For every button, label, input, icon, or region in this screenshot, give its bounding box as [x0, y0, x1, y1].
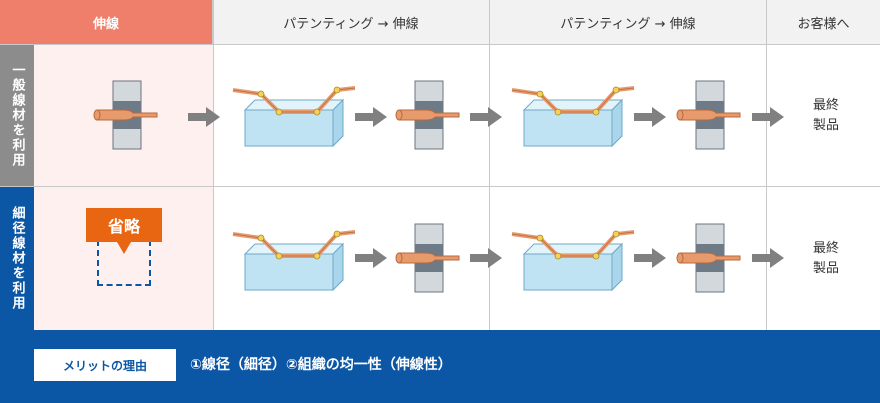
- merit-text: ①線径（細径）②組織の均一性（伸線性）: [190, 357, 452, 373]
- patenting-bath: [231, 229, 357, 292]
- patenting-bath: [231, 85, 357, 148]
- drawing-die: [395, 80, 460, 150]
- arrow-right-icon: [752, 248, 784, 268]
- arrow-right-icon: [470, 107, 502, 127]
- final-product-text: 製品: [812, 118, 839, 133]
- arrow-right-icon: [355, 107, 387, 127]
- final-product-row2: 最終 製品: [794, 239, 858, 279]
- arrow-right-icon: [355, 248, 387, 268]
- arrow-right-icon: [634, 107, 666, 127]
- patenting-bath: [510, 229, 636, 292]
- process-illustrations: [93, 80, 784, 293]
- arrow-right-icon: [188, 107, 220, 127]
- header-customer: お客様へ: [767, 0, 880, 44]
- header-drawing: 伸線: [0, 0, 213, 44]
- arrow-right-icon: [752, 107, 784, 127]
- header-patenting-1: パテンティング → 伸線: [213, 0, 490, 44]
- merit-footer: メリットの理由 ①線径（細径）②組織の均一性（伸線性）: [0, 330, 880, 403]
- row-divider: [0, 186, 880, 187]
- arrow-right-icon: [634, 248, 666, 268]
- row-label-general: 一般線材を利用: [0, 45, 34, 186]
- column-divider: [489, 0, 490, 330]
- final-product-text: 最終: [812, 98, 839, 113]
- final-product-row1: 最終 製品: [794, 96, 858, 136]
- final-product-text: 製品: [812, 261, 839, 276]
- arrow-right-icon: [470, 248, 502, 268]
- omit-badge-pointer: [117, 242, 131, 254]
- patenting-bath: [510, 85, 636, 148]
- final-product-text: 最終: [812, 241, 839, 256]
- drawing-die: [93, 80, 158, 150]
- drawing-die: [395, 223, 460, 293]
- drawing-die: [676, 80, 741, 150]
- merit-label: メリットの理由: [34, 349, 176, 381]
- column-divider: [766, 0, 767, 330]
- column-divider: [213, 0, 214, 330]
- header-patenting-2: パテンティング → 伸線: [490, 0, 767, 44]
- row-label-fine: 細径線材を利用: [0, 187, 34, 330]
- row-divider: [0, 44, 880, 45]
- drawing-die: [676, 223, 741, 293]
- omit-badge: 省略: [86, 208, 162, 242]
